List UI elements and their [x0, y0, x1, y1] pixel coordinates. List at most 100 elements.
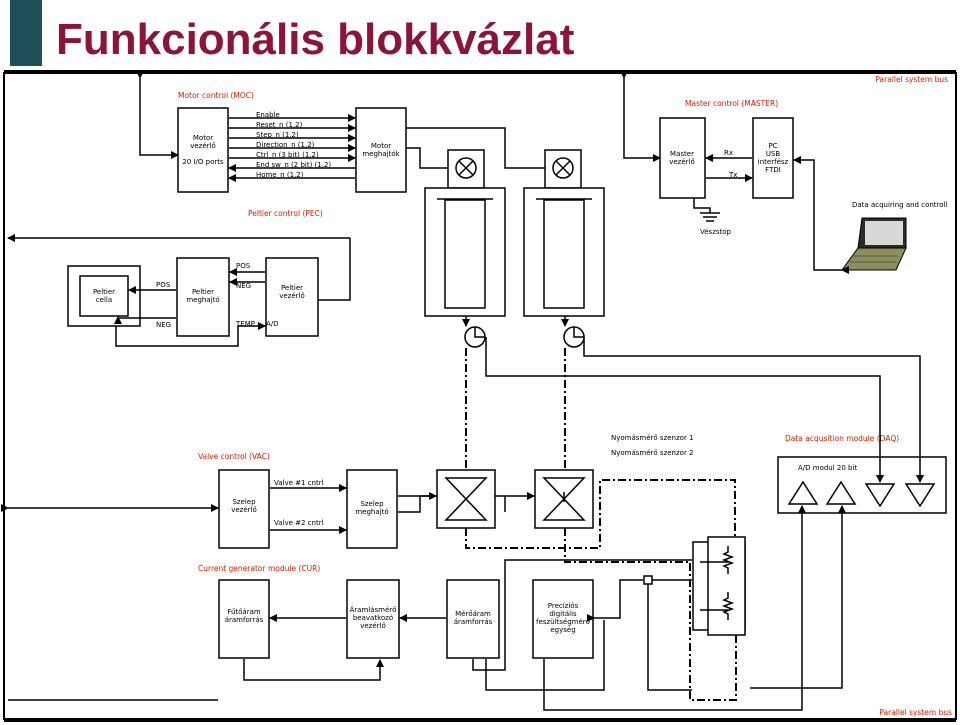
valve1-ctrl-label: Valve #1 cntrl	[274, 479, 324, 487]
daq-input-1-wire	[748, 505, 806, 711]
svg-text:Peltier: Peltier	[281, 284, 303, 292]
svg-text:áramforrás: áramforrás	[225, 616, 264, 624]
master-bus-link	[620, 71, 661, 162]
svg-text:áramforrás: áramforrás	[454, 618, 493, 626]
pec-module-label: Peltier control (PEC)	[248, 209, 323, 218]
heat-return-line	[243, 659, 384, 681]
fluid-line-3	[465, 479, 736, 549]
usb-cable	[793, 156, 849, 274]
daq-input-2-wire	[750, 505, 846, 689]
valve-1	[436, 469, 496, 529]
svg-text:Mérőáram: Mérőáram	[455, 609, 491, 618]
valve-2	[534, 469, 594, 529]
futoaram-block: Fűtőáram áramforrás	[218, 579, 270, 659]
aramlasmero-block: Áramlásmérő beavatkozó vezérlő	[346, 579, 400, 659]
piston-unit-2	[523, 149, 605, 348]
svg-text:Fűtőáram: Fűtőáram	[227, 607, 261, 616]
svg-text:Precíziós: Precíziós	[548, 602, 579, 610]
signal-enable: Enable	[256, 111, 280, 119]
svg-text:FTDI: FTDI	[765, 166, 781, 174]
fluid-line-4	[564, 528, 737, 701]
motor-vezerlo-block: Motor vezérlő 20 I/O ports	[177, 107, 229, 193]
neg-drive-line	[114, 316, 176, 324]
laptop-icon	[841, 217, 907, 271]
piston-unit-1	[424, 149, 506, 348]
pc-usb-interface-block: PC USB interfész FTDI	[752, 117, 794, 199]
svg-text:USB: USB	[766, 150, 781, 158]
svg-text:meghajtó: meghajtó	[355, 508, 388, 516]
meas-current-line	[472, 559, 692, 671]
pos-ctrl-label: POS	[236, 262, 251, 270]
peltier-meghajto-block: Peltier meghajtó	[176, 257, 230, 337]
moc-module-label: Motor control (MOC)	[178, 91, 254, 100]
master-vezerlo-block: Master vezérlő	[659, 117, 706, 199]
bus-label-bottom: Parallel system bus	[879, 708, 952, 717]
moc-bus-link	[136, 71, 179, 159]
motor-signal-bus: Enable Reset_n (1,2) Step_n (1,2) Direct…	[228, 111, 356, 182]
motor1-wire	[406, 147, 448, 169]
svg-text:Motor: Motor	[193, 134, 213, 142]
svg-text:A/D modul 20 bit: A/D modul 20 bit	[798, 464, 857, 472]
data-acq-label: Data acquiring and controll	[852, 201, 947, 209]
cur-module-label: Current generator module (CUR)	[198, 564, 320, 573]
neg-ctrl-label: NEG	[236, 282, 251, 290]
measurement-cell	[692, 536, 746, 636]
svg-text:egység: egység	[550, 626, 575, 634]
cur-bottom-bus	[543, 659, 748, 711]
temp-feedback-line	[115, 322, 266, 347]
svg-text:Áramlásmérő: Áramlásmérő	[350, 605, 397, 614]
svg-text:cella: cella	[96, 296, 112, 304]
peltier-cella-block: Peltier cella	[67, 265, 141, 327]
svg-text:meghajtók: meghajtók	[362, 150, 400, 158]
junction-drop	[647, 584, 692, 691]
signal-ctrl: Ctrl_n (3 bit) (1,2)	[256, 151, 319, 159]
szelep-meghajto-block: Szelep meghajtó	[346, 469, 398, 549]
sensor1-label: Nyomásmérő szenzor 1	[611, 433, 694, 442]
svg-text:vezérlő: vezérlő	[669, 157, 695, 166]
pec-bus-drop	[318, 238, 351, 301]
pos-drive-label: POS	[156, 281, 171, 289]
valve2-drive-line	[398, 492, 535, 513]
svg-text:Szelep: Szelep	[232, 498, 256, 506]
emergency-stop-ground	[693, 198, 720, 222]
sensor2-label: Nyomásmérő szenzor 2	[611, 448, 694, 457]
motor2-wire	[406, 127, 545, 169]
precizios-voltmeter-block: Precíziós digitális feszültségmérő egysé…	[532, 579, 594, 659]
voltmeter-link	[587, 579, 643, 622]
svg-text:meghajtó: meghajtó	[186, 296, 219, 304]
temp-label: TEMP	[235, 320, 255, 328]
svg-text:interfész: interfész	[758, 158, 789, 166]
daq-module-label: Data acqusition module (DAQ)	[785, 434, 899, 443]
signal-end-sw: End sw_n (2 bit) (1,2)	[256, 161, 331, 169]
signal-direction: Direction_n (1,2)	[256, 141, 315, 149]
meroaram-block: Mérőáram áramforrás	[446, 579, 500, 659]
signal-step: Step_n (1,2)	[256, 131, 299, 139]
svg-text:Peltier: Peltier	[192, 288, 214, 296]
ad-modul-block: A/D modul 20 bit	[777, 456, 947, 514]
slide-title: Funkcionális blokkvázlat	[56, 15, 575, 64]
signal-home: Home_n (1,2)	[256, 171, 304, 179]
vesztop-label: Vészstop	[700, 228, 732, 236]
svg-text:vezérlő: vezérlő	[360, 621, 386, 630]
szelep-vezerlo-block: Szelep vezérlő	[218, 469, 270, 549]
signal-reset: Reset_n (1,2)	[256, 121, 303, 129]
svg-text:vezérlő: vezérlő	[279, 291, 305, 300]
valve2-ctrl-label: Valve #2 cntrl	[274, 519, 324, 527]
vac-module-label: Valve control (VAC)	[198, 452, 270, 461]
svg-text:Szelep: Szelep	[360, 500, 384, 508]
tx-label: Tx	[728, 171, 737, 179]
motor-meghajtok-block: Motor meghajtók	[355, 107, 407, 193]
neg-drive-label: NEG	[156, 321, 171, 329]
bus-label-top: Parallel system bus	[875, 75, 948, 84]
svg-text:vezérlő: vezérlő	[190, 141, 216, 150]
voltmeter-return	[485, 620, 605, 691]
svg-text:feszültségmérő: feszültségmérő	[536, 617, 590, 626]
svg-text:Motor: Motor	[371, 142, 391, 150]
svg-text:20 I/O ports: 20 I/O ports	[182, 158, 224, 166]
junction-node	[643, 575, 653, 585]
master-module-label: Master control (MASTER)	[685, 99, 778, 108]
ad-label: A/D	[266, 320, 279, 328]
pressure-sensor-2-wire	[583, 337, 924, 483]
svg-text:Peltier: Peltier	[93, 288, 115, 296]
